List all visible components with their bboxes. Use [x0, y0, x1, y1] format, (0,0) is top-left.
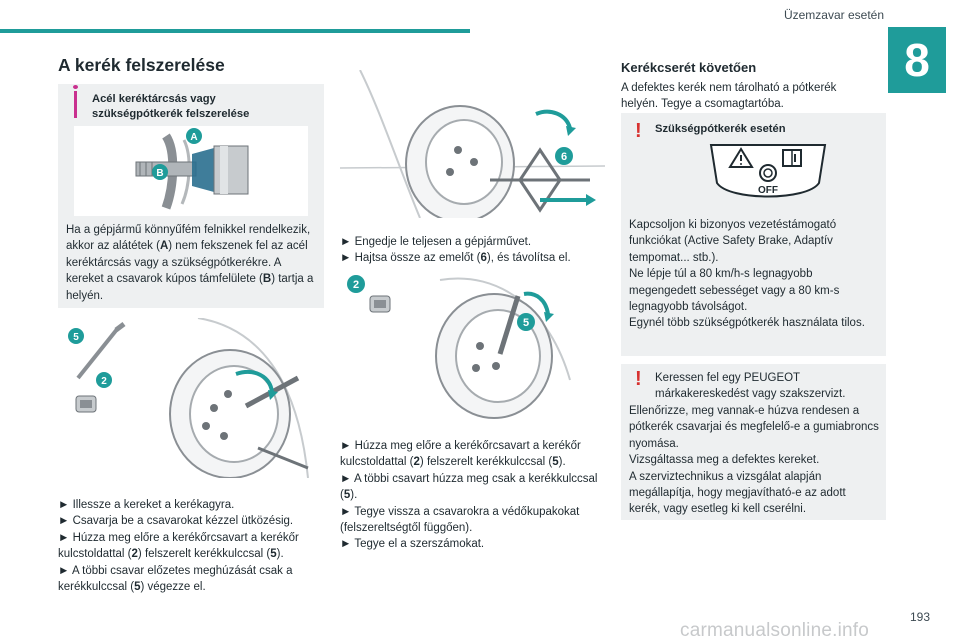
note-box-steel-wheel: Acél keréktárcsás vagy szükségpótkerék f…: [58, 84, 324, 308]
label-a: A: [190, 132, 197, 143]
watermark: carmanualsonline.info: [680, 620, 870, 640]
badge-5: 5: [73, 332, 79, 343]
note-title: Acél keréktárcsás vagy szükségpótkerék f…: [92, 93, 250, 120]
jack-illustration: 6: [340, 70, 605, 218]
wheel-bolt-illustration: A B: [74, 126, 308, 216]
badge-5b: 5: [523, 317, 529, 329]
chapter-badge: 8: [888, 27, 946, 93]
dashboard-warning-panel: OFF: [707, 143, 829, 207]
header-accent-bar: [0, 29, 470, 33]
label-b: B: [156, 168, 163, 179]
page-number: 193: [909, 610, 930, 624]
after-change-title: Kerékcserét követően: [621, 60, 757, 75]
exclamation-icon: !: [635, 120, 642, 142]
col2-steps-a: ► Engedje le teljesen a gépjárművet. ► H…: [340, 236, 571, 265]
warning-title: Szükségpótkerék esetén: [655, 123, 786, 135]
warning-triangle-icon: [728, 147, 754, 168]
off-label: OFF: [758, 185, 778, 196]
warning2-lines: Keressen fel egy PEUGEOT márkakereskedés…: [655, 372, 846, 401]
note-marker-icon: [73, 85, 78, 118]
header-title: Üzemzavar esetén: [783, 8, 884, 22]
wheel-wrench-illustration: 5 2: [58, 318, 324, 478]
safety-off-icon: OFF: [758, 164, 778, 196]
warning-box-service: ! Keressen fel egy PEUGEOT márkakeresked…: [621, 364, 886, 520]
warning2-text: Ellenőrizze, meg vannak-e húzva rendesen…: [629, 405, 879, 516]
badge-2: 2: [101, 376, 107, 387]
warning-box-spare-wheel: ! Szükségpótkerék esetén OFF Kapcsoljon …: [621, 113, 886, 356]
warning-text: Kapcsoljon ki bizonyos vezetéstámogató f…: [629, 219, 865, 330]
exclamation-icon-2: !: [635, 368, 642, 390]
badge-2b: 2: [353, 279, 359, 291]
col1-steps: ► Illessze a kereket a kerékagyra. ► Csa…: [58, 499, 299, 594]
col2-steps-b: ► Húzza meg előre a kerékőrcsavart a ker…: [340, 440, 598, 551]
manual-book-icon: [782, 149, 802, 167]
badge-6: 6: [561, 151, 567, 163]
section-title: A kerék felszerelése: [58, 55, 225, 75]
after-change-intro: A defektes kerék nem tárolható a pótkeré…: [621, 82, 837, 111]
note-text: Ha a gépjármű könnyűfém felnikkel rendel…: [66, 224, 314, 302]
wheel-tighten-illustration: 2 5: [340, 270, 605, 420]
